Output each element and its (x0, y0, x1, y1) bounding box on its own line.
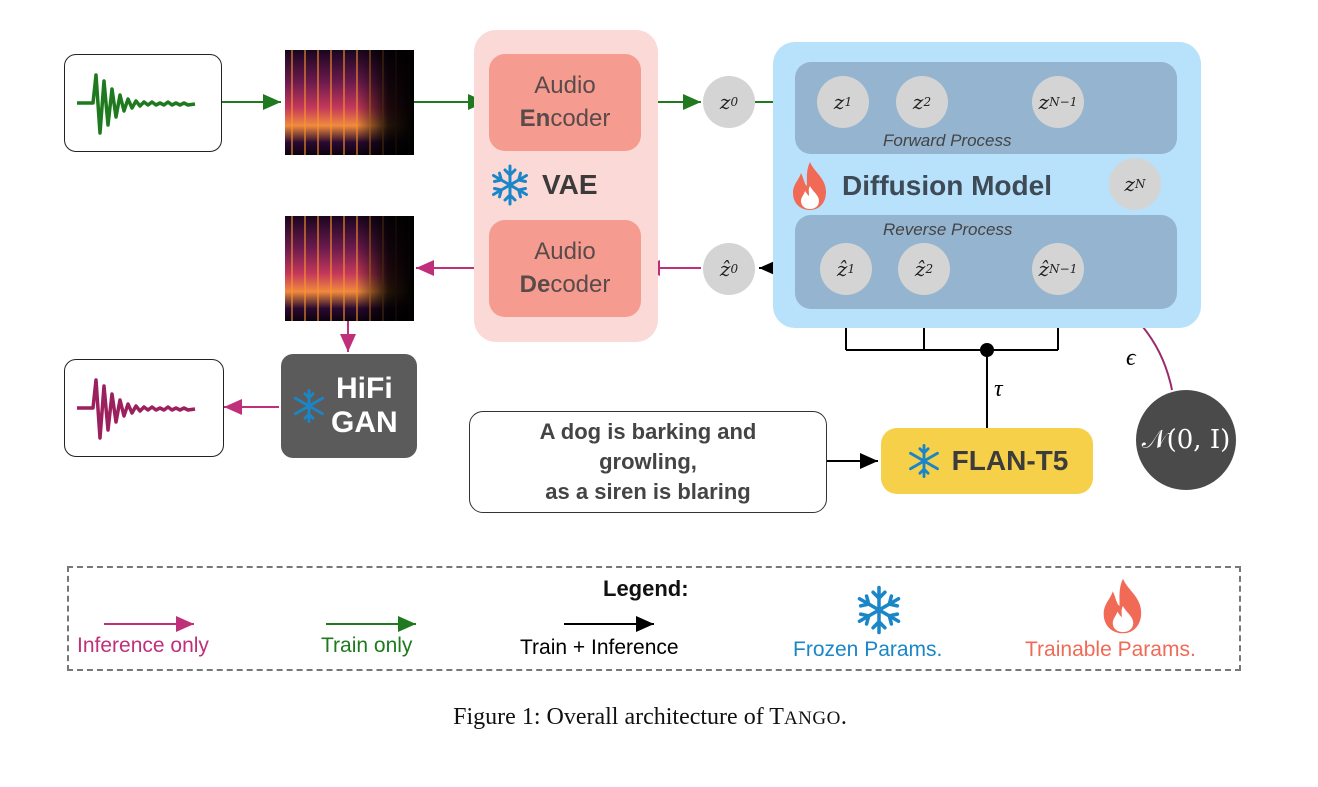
legend-train-arrow (326, 616, 416, 632)
audio-encoder-block: Audio Encoder (489, 54, 641, 151)
text-prompt-box: A dog is barking and growling, as a sire… (469, 411, 827, 513)
encoder-rest: coder (550, 104, 611, 132)
snowflake-icon (908, 444, 939, 478)
encoder-line2: Encoder (520, 103, 611, 135)
hifigan-line1: HiFi (336, 371, 393, 405)
decoder-line2: Decoder (520, 269, 611, 301)
output-mel-spectrogram (285, 216, 414, 321)
legend-inference-arrow (104, 616, 194, 632)
legend-train-label: Train only (321, 634, 413, 657)
output-waveform-icon (77, 378, 196, 440)
prompt-line3: as a siren is blaring (545, 478, 751, 504)
reverse-process-label: Reverse Process (883, 220, 1013, 239)
figure-caption: Figure 1: Overall architecture of TANGO. (0, 704, 1300, 731)
node-zhat2-sub: 2 (925, 262, 934, 276)
node-zhat0-sub: 0 (730, 262, 739, 276)
caption-prefix: Figure 1: Overall architecture of (453, 704, 770, 730)
decoder-line1: Audio (534, 238, 596, 266)
cond-junction-dot (980, 343, 994, 357)
encoder-bold: En (519, 104, 551, 132)
legend-both-arrow (564, 616, 654, 632)
input-mel-spectrogram (285, 50, 414, 155)
legend-box (67, 566, 1241, 671)
input-waveform-box (64, 54, 222, 152)
node-z2-sub: 2 (923, 95, 932, 109)
gaussian-noise-node: 𝒩(0, I) (1136, 390, 1236, 490)
input-waveform-icon (77, 73, 196, 135)
flan-t5-block: FLAN-T5 (881, 428, 1093, 494)
diffusion-model-label: Diffusion Model (842, 170, 1052, 201)
legend-title: Legend: (603, 576, 689, 601)
node-z1-sub: 1 (844, 95, 853, 109)
decoder-rest: coder (550, 270, 611, 298)
caption-suffix: . (840, 704, 847, 730)
vae-label-group: VAE (488, 163, 648, 207)
snowflake-icon (492, 164, 528, 206)
hifigan-block: HiFi GAN (281, 354, 417, 458)
epsilon-symbol: ϵ (1126, 345, 1136, 371)
node-z2-base: z (912, 90, 924, 114)
diffusion-label-band (795, 154, 1087, 215)
node-zhat2-base: ẑ (914, 257, 926, 281)
snowflake-icon (294, 389, 324, 423)
node-zhatN-1-base: ẑ (1038, 257, 1050, 281)
node-zN-1-base: z (1038, 90, 1050, 114)
gaussian-noise-label: 𝒩(0, I) (1141, 424, 1231, 455)
decoder-bold: De (519, 270, 551, 298)
hifigan-text: HiFi GAN (331, 372, 398, 441)
flame-icon (1103, 578, 1142, 634)
tau-symbol: τ (994, 376, 1003, 402)
encoder-line1: Audio (534, 72, 596, 100)
hifigan-line2: GAN (331, 406, 398, 439)
forward-process-label: Forward Process (883, 131, 1012, 150)
flan-t5-label: FLAN-T5 (951, 445, 1069, 476)
node-z0-sub: 0 (730, 95, 739, 109)
snowflake-icon (857, 585, 901, 635)
audio-decoder-block: Audio Decoder (489, 220, 641, 317)
caption-name-first: T (769, 704, 784, 730)
diffusion-label-group: Diffusion Model (788, 160, 1052, 212)
legend-trainable-label: Trainable Params. (1025, 638, 1196, 661)
node-zhatN-1-sub: N−1 (1049, 262, 1078, 276)
legend-frozen-label: Frozen Params. (793, 638, 943, 661)
node-z0-base: z (719, 90, 731, 114)
vae-label: VAE (542, 169, 598, 200)
prompt-line2: growling, (599, 449, 697, 475)
flame-icon (793, 162, 826, 210)
node-zN-sub: N (1135, 177, 1146, 191)
caption-name-rest: ANGO (783, 708, 841, 729)
node-zN-base: z (1124, 172, 1136, 196)
prompt-line1: A dog is barking and (539, 419, 757, 445)
node-z1-base: z (833, 90, 845, 114)
output-waveform-box (64, 359, 224, 457)
node-zhat0-base: ẑ (719, 257, 731, 281)
node-zN-1-sub: N−1 (1049, 95, 1078, 109)
node-zhat1-base: ẑ (836, 257, 848, 281)
legend-inference-label: Inference only (77, 634, 209, 657)
node-zhat1-sub: 1 (847, 262, 856, 276)
legend-both-label: Train + Inference (520, 636, 679, 659)
